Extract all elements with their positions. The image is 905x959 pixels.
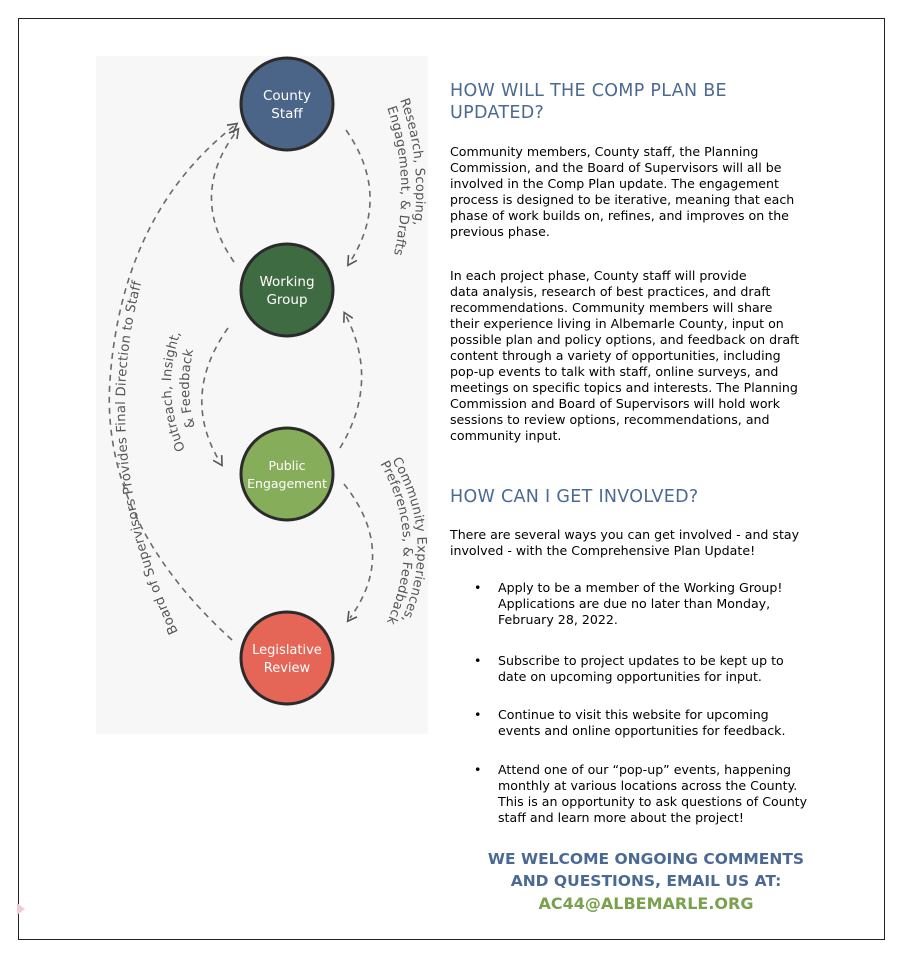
involvement-list: • Apply to be a member of the Working Gr… — [474, 580, 850, 628]
svg-text:Engagement: Engagement — [247, 476, 327, 491]
paragraph-ways-to-get-involved: There are several ways you can get invol… — [450, 527, 800, 558]
connector-working-to-staff — [210, 127, 240, 263]
label-feedback: & Feedback — [178, 347, 199, 430]
svg-text:County: County — [263, 88, 311, 104]
svg-text:Public: Public — [269, 458, 306, 473]
heading-get-involved: HOW CAN I GET INVOLVED? — [450, 487, 699, 507]
page-marker-icon — [17, 903, 25, 915]
list-item-subscribe: • Subscribe to project updates to be kep… — [474, 653, 784, 684]
section-get-involved: HOW CAN I GET INVOLVED? — [450, 486, 850, 508]
svg-text:Legislative: Legislative — [252, 643, 322, 658]
paragraph-project-phases: In each project phase, County staff will… — [450, 268, 800, 443]
node-legislative-review: Legislative Review — [239, 610, 335, 706]
involvement-list-4: • Attend one of our “pop-up” events, hap… — [474, 762, 850, 826]
connector-working-to-public — [201, 327, 229, 467]
paragraph-engagement-process: Community members, County staff, the Pla… — [450, 144, 795, 239]
involvement-list-3: • Continue to visit this website for upc… — [474, 707, 850, 739]
svg-text:Staff: Staff — [271, 106, 303, 122]
list-item-apply: • Apply to be a member of the Working Gr… — [474, 580, 783, 627]
svg-text:Review: Review — [264, 661, 311, 676]
connector-legislative-to-staff — [108, 122, 239, 641]
connector-public-to-working — [339, 310, 363, 449]
list-item-visit-website: • Continue to visit this website for upc… — [474, 707, 786, 738]
call-to-action: WE WELCOME ONGOING COMMENTS AND QUESTION… — [450, 848, 842, 916]
list-item-pop-up-events: • Attend one of our “pop-up” events, hap… — [474, 762, 808, 825]
node-public-engagement: Public Engagement — [239, 426, 335, 522]
node-working-group: Working Group — [239, 242, 335, 338]
involvement-list-2: • Subscribe to project updates to be kep… — [474, 653, 850, 685]
section-comp-plan-update: HOW WILL THE COMP PLAN BE UPDATED? — [450, 80, 850, 124]
heading-how-updated-line1: HOW WILL THE COMP PLAN BE — [450, 81, 727, 101]
svg-text:Group: Group — [266, 292, 307, 308]
heading-how-updated-line2: UPDATED? — [450, 103, 545, 123]
connector-staff-to-working — [345, 129, 371, 267]
cta-line-2: AND QUESTIONS, EMAIL US AT: — [510, 872, 782, 890]
email-link[interactable]: AC44@ALBEMARLE.ORG — [538, 894, 754, 913]
node-county-staff: County Staff — [239, 56, 335, 152]
svg-text:Working: Working — [259, 274, 314, 290]
cta-line-1: WE WELCOME ONGOING COMMENTS — [487, 850, 805, 868]
connector-public-to-legislative — [343, 483, 374, 623]
